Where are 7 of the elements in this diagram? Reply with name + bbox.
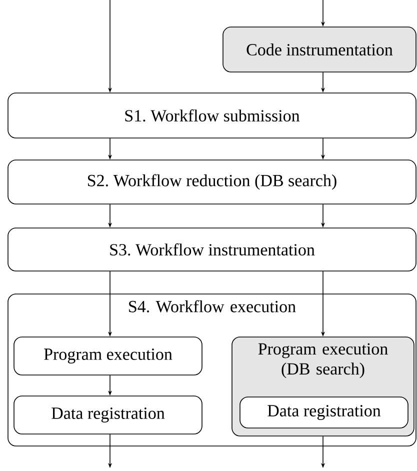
process-box: S2. Workflow reduction (DB search)	[8, 160, 416, 204]
process-box: Code instrumentation	[222, 26, 416, 72]
process-box: Data registration	[240, 396, 408, 428]
process-box: Program execution	[14, 336, 202, 376]
process-box: S1. Workflow submission	[8, 92, 416, 138]
process-box: S3. Workflow instrumentation	[8, 228, 416, 272]
process-box: Data registration	[14, 396, 202, 434]
